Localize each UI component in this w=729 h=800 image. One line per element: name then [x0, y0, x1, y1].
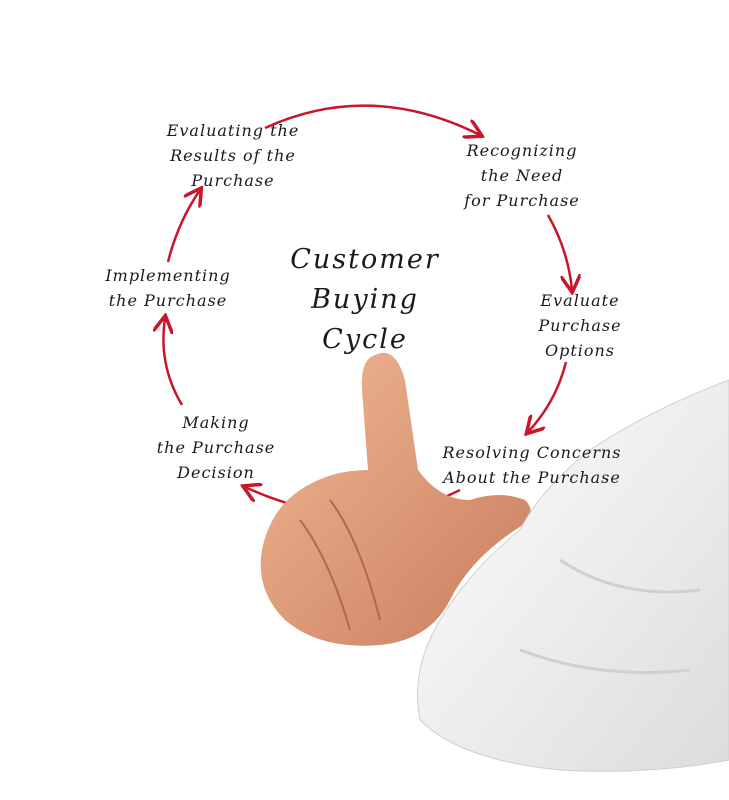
stage-evaluating-results: Evaluating the Results of the Purchase [166, 121, 300, 190]
arrow-2 [546, 214, 572, 290]
sleeve [417, 379, 729, 772]
arrow-6 [166, 190, 200, 263]
stage-recognizing-need: Recognizing the Need for Purchase [464, 141, 580, 210]
stage-implementing: Implementing the Purchase [105, 266, 231, 310]
arrow-5 [163, 318, 184, 406]
stage-evaluate-options: Evaluate Purchase Options [538, 291, 622, 360]
stage-resolving-concerns: Resolving Concerns About the Purchase [442, 443, 622, 487]
diagram-title: Customer Buying Cycle [290, 244, 440, 355]
hand [260, 352, 531, 646]
arrow-1 [264, 104, 480, 135]
stage-making-decision: Making the Purchase Decision [156, 413, 276, 482]
arrow-3 [528, 361, 568, 432]
